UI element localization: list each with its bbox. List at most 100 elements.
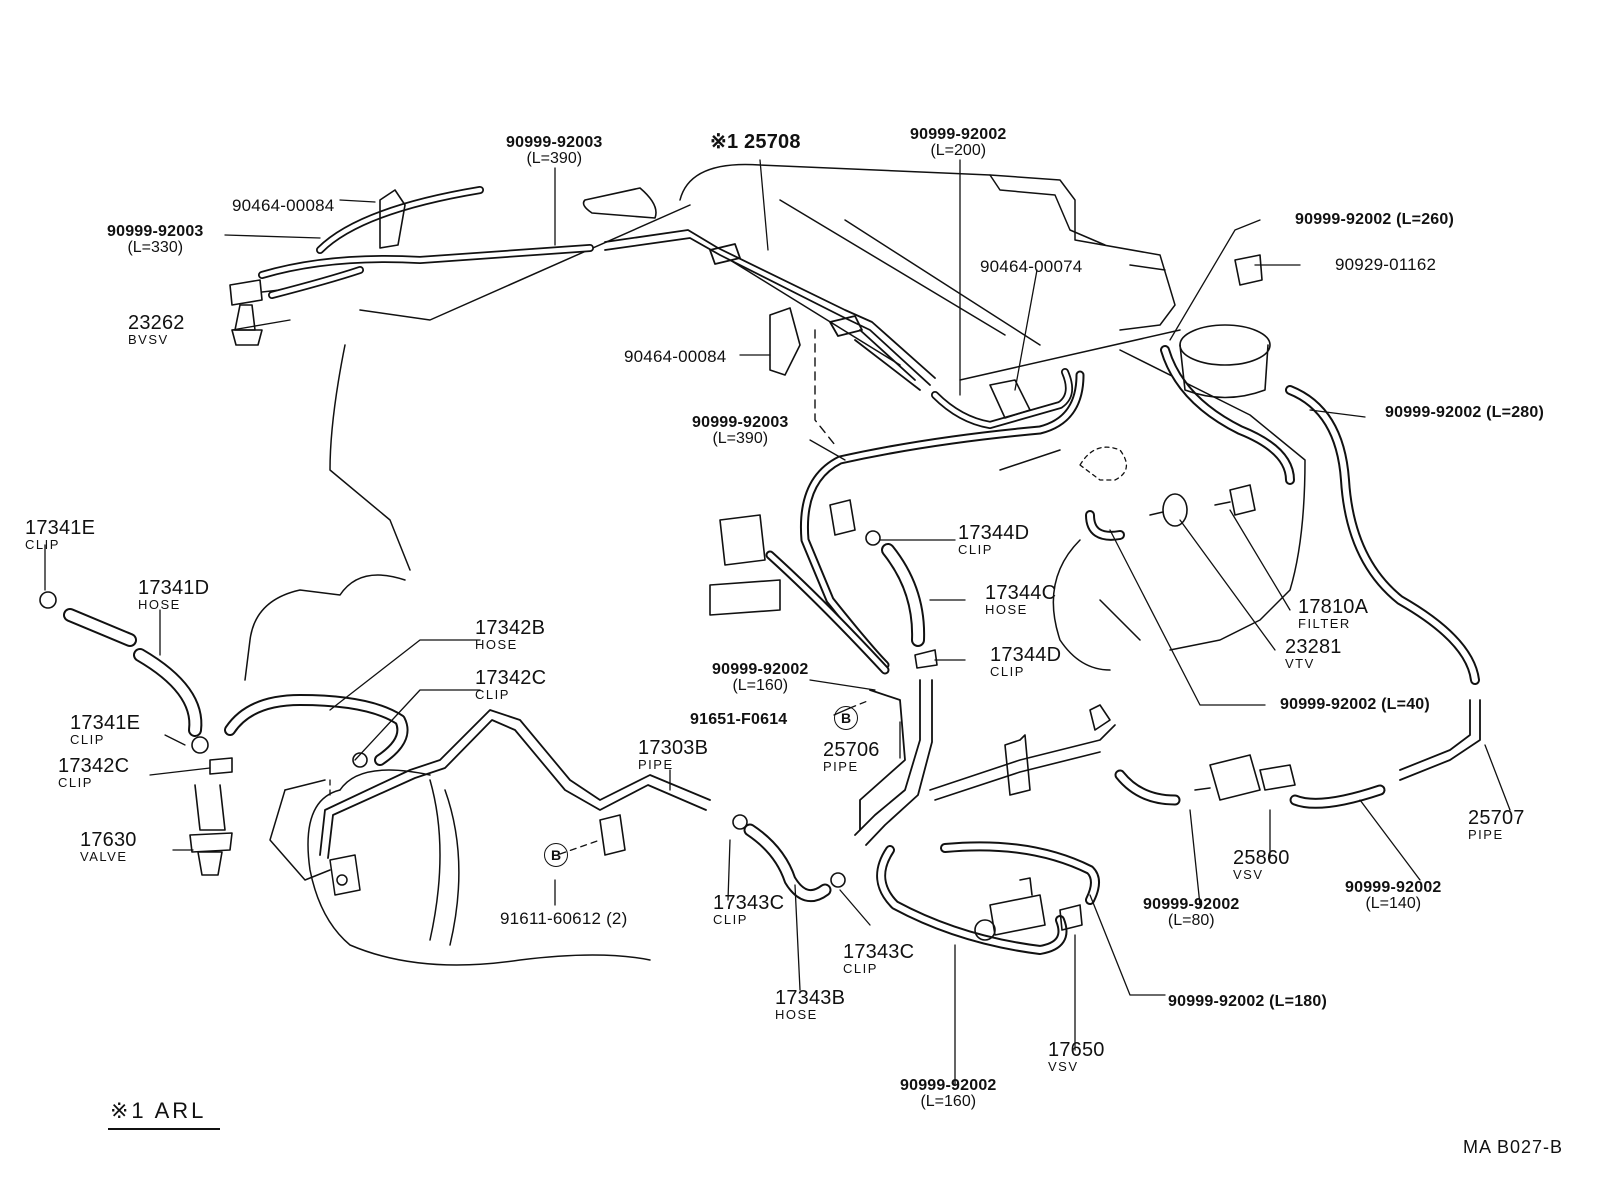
pipe-17303B [319, 709, 711, 856]
ref-circle-b-lower: B [544, 843, 568, 867]
part-number: 90999-92002 [900, 1077, 997, 1094]
label-25860: 25860 VSV [1233, 848, 1290, 881]
part-name: VALVE [80, 849, 128, 864]
drawing-code: MA B027-B [1463, 1137, 1564, 1157]
clip-90464-00084-b [769, 307, 801, 376]
footnote-underline [108, 1128, 220, 1130]
vtv-23281 [1149, 493, 1188, 527]
part-number: 17342C [58, 755, 130, 777]
part-name: CLIP [475, 687, 510, 702]
part-name: VSV [1233, 867, 1264, 882]
arl-marker: ※1 [710, 131, 739, 153]
part-name: VTV [1285, 656, 1315, 671]
pipe-25706 [854, 679, 933, 846]
part-name: CLIP [843, 961, 878, 976]
part-name: CLIP [58, 775, 93, 790]
part-name: HOSE [775, 1007, 818, 1022]
label-17343C-a: 17343C CLIP [713, 893, 784, 926]
part-number: 23281 [1285, 636, 1342, 658]
part-name: CLIP [713, 912, 748, 927]
part-name: CLIP [25, 537, 60, 552]
clip-17343C-b-shape [830, 872, 846, 888]
clip-17341E-b-shape [191, 736, 209, 754]
vsv-25860 [1194, 754, 1296, 801]
label-17343B: 17343B HOSE [775, 988, 845, 1021]
part-number: 17341D [138, 577, 210, 599]
part-number: 25708 [744, 131, 801, 153]
part-name: PIPE [823, 759, 859, 774]
label-90999-92003-390-top: 90999-92003 (L=390) [506, 135, 603, 167]
clip-90464-00074 [989, 379, 1031, 419]
bvsv-23262 [229, 279, 281, 346]
part-number: 25707 [1468, 807, 1525, 829]
pipe-25708 [604, 229, 936, 391]
part-name: HOSE [985, 602, 1028, 617]
label-23281: 23281 VTV [1285, 637, 1342, 670]
part-number: 90999-92002 [1143, 896, 1240, 913]
pipe-bracket-right [929, 704, 1116, 801]
part-number: 17650 [1048, 1039, 1105, 1061]
label-25706: 25706 PIPE [823, 740, 880, 773]
part-length: (L=390) [526, 150, 583, 167]
valve-17630 [189, 784, 233, 876]
part-name: CLIP [990, 664, 1025, 679]
egr-valve [709, 499, 856, 616]
part-number: 90999-92003 [107, 223, 204, 240]
part-number: 90999-92003 [506, 134, 603, 151]
label-17650: 17650 VSV [1048, 1040, 1105, 1073]
label-90929-01162: 90929-01162 [1335, 255, 1437, 274]
part-number: 17341E [70, 712, 141, 734]
part-name: CLIP [958, 542, 993, 557]
label-91651-F0614: 91651-F0614 [690, 711, 788, 728]
part-length: (L=80) [1167, 912, 1215, 929]
label-90999-92002-140: 90999-92002 (L=140) [1345, 880, 1442, 912]
clip-90464-00084-a [379, 189, 406, 249]
label-90999-92002-180: 90999-92002 (L=180) [1168, 993, 1328, 1010]
label-25708: ※1 25708 [710, 132, 801, 152]
part-number: 17342C [475, 667, 547, 689]
part-number: 17810A [1298, 596, 1369, 618]
clip-17342C-a-shape [352, 752, 368, 768]
label-17342C-b: 17342C CLIP [58, 756, 129, 789]
part-number: 17344C [985, 582, 1057, 604]
clip-17342C-b-shape [209, 757, 233, 775]
label-17341E-a: 17341E CLIP [25, 518, 95, 551]
label-17344C: 17344C HOSE [985, 583, 1056, 616]
top-fitting [582, 187, 657, 219]
label-17341E-b: 17341E CLIP [70, 713, 140, 746]
hose-90999-92002-260 [1160, 345, 1295, 485]
part-number: 17630 [80, 829, 137, 851]
filter-17810A [1214, 484, 1256, 516]
clip-17343C-a-shape [732, 814, 748, 830]
ref-circle-b-upper: B [834, 706, 858, 730]
label-90999-92002-280: 90999-92002 (L=280) [1385, 404, 1545, 421]
part-number: 23262 [128, 312, 185, 334]
label-90999-92002-200: 90999-92002 (L=200) [910, 127, 1007, 159]
label-17810A: 17810A FILTER [1298, 597, 1368, 630]
engine-block-outline [244, 163, 1306, 681]
hose-90999-92002-180 [940, 841, 1100, 905]
label-23262: 23262 BVSV [128, 313, 185, 346]
part-length: (L=140) [1365, 895, 1422, 912]
label-25707: 25707 PIPE [1468, 808, 1525, 841]
label-90464-00074: 90464-00074 [980, 257, 1083, 276]
clip-17344D-b-shape [914, 649, 938, 669]
part-number: 90999-92002 [712, 661, 809, 678]
part-number: 17303B [638, 737, 709, 759]
air-valve-top-right [1179, 254, 1271, 399]
label-17344D-a: 17344D CLIP [958, 523, 1029, 556]
part-number: 90999-92002 [910, 126, 1007, 143]
part-name: FILTER [1298, 616, 1351, 631]
clip-17344D-a-shape [865, 530, 881, 546]
label-17303B: 17303B PIPE [638, 738, 708, 771]
part-length: (L=330) [127, 239, 184, 256]
label-90999-92003-330: 90999-92003 (L=330) [107, 224, 204, 256]
label-90999-92002-260: 90999-92002 (L=260) [1295, 211, 1455, 228]
part-number: 90999-92003 [692, 414, 789, 431]
label-17343C-b: 17343C CLIP [843, 942, 914, 975]
label-17342B: 17342B HOSE [475, 618, 545, 651]
part-number: 17343C [843, 941, 915, 963]
transmission-outline [269, 769, 651, 966]
vsv-17650 [974, 877, 1083, 941]
